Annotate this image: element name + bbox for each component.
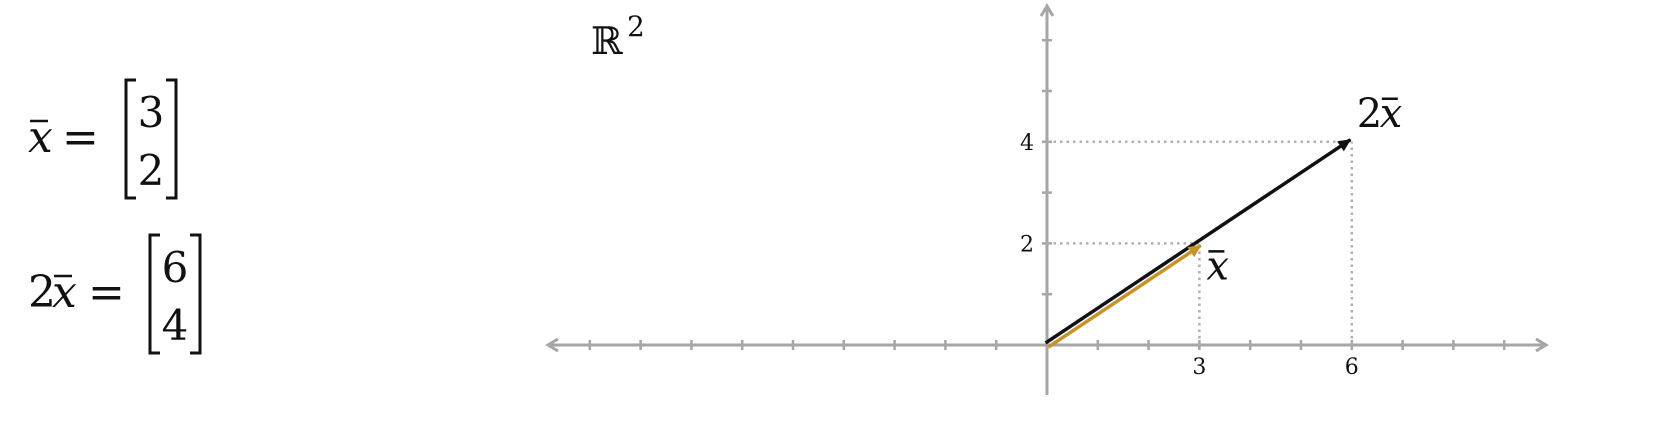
axes <box>548 6 1546 395</box>
equation-2xbar-right-bracket <box>190 233 202 355</box>
equation-2xbar-coef: 2 <box>28 267 56 318</box>
equation-xbar-var: x <box>28 112 53 163</box>
space-label-exponent: 2 <box>627 10 645 43</box>
vector-label-2xbar-coef: 2 <box>1357 91 1382 137</box>
vectors <box>1044 138 1352 349</box>
vector-label-2xbar-var: x <box>1380 91 1403 137</box>
equation-2xbar-left-bracket <box>148 233 160 355</box>
space-label-symbol: ℝ <box>591 19 623 63</box>
equation-2xbar-entry-2: 4 <box>162 301 189 350</box>
axis-ticks <box>588 38 1506 350</box>
guide-lines <box>1047 140 1354 345</box>
equation-xbar-left-bracket <box>124 78 136 200</box>
equation-2xbar: 2 x = 6 4 <box>28 233 202 355</box>
tick-labels: 3 6 2 4 <box>1020 131 1359 380</box>
equation-2xbar-entry-1: 6 <box>162 243 189 292</box>
equation-xbar-entry-2: 2 <box>138 146 165 195</box>
equation-xbar-right-bracket <box>166 78 178 200</box>
vector-label-xbar-var: x <box>1206 243 1229 289</box>
y-tick-label-2: 2 <box>1020 232 1034 257</box>
equation-xbar-equals: = <box>62 112 99 163</box>
space-label: ℝ 2 <box>591 10 645 63</box>
x-tick-label-3: 3 <box>1192 355 1206 380</box>
equation-2xbar-equals: = <box>88 267 125 318</box>
vector-label-xbar: x <box>1206 243 1229 289</box>
equation-xbar: x = 3 2 <box>28 78 178 200</box>
vector-label-2xbar: 2 x <box>1357 91 1403 137</box>
equation-2xbar-var: x <box>52 267 77 318</box>
x-tick-label-6: 6 <box>1345 355 1359 380</box>
vector-2xbar <box>1044 138 1352 345</box>
vector-xbar <box>1047 244 1202 349</box>
y-tick-label-4: 4 <box>1020 131 1034 156</box>
equation-xbar-entry-1: 3 <box>138 88 165 137</box>
